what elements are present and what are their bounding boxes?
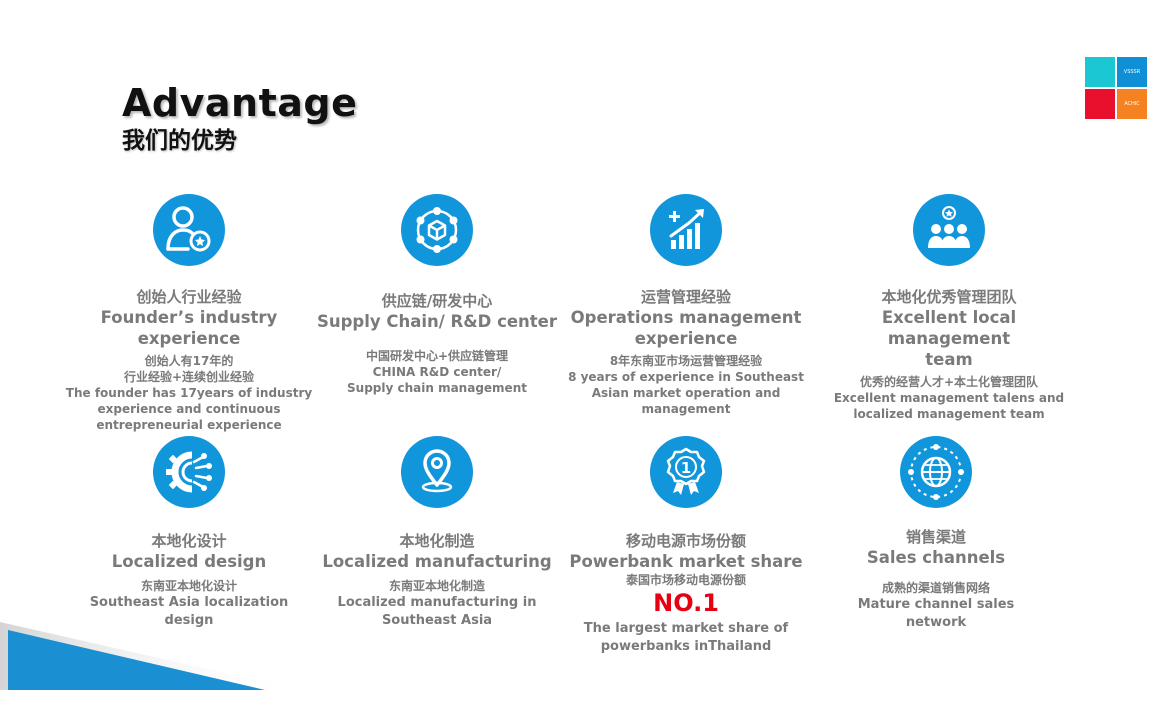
advantage-card-founder: 创始人行业经验 Founder’s industry experience 创始…	[64, 193, 314, 433]
card-title-cn: 销售渠道	[905, 528, 966, 546]
card-title-en: experience	[634, 329, 738, 348]
card-description: 东南亚本地化制造 Localized manufacturing in Sout…	[312, 578, 562, 630]
logo-tile	[1085, 89, 1115, 119]
supply-chain-cube-icon	[400, 193, 474, 267]
card-description: 创始人有17年的 行业经验+连续创业经验 The founder has 17y…	[64, 353, 314, 433]
card-description-line: 8 years of experience in Southeast	[568, 370, 804, 384]
card-title-en: Localized design	[111, 552, 267, 571]
growth-chart-icon	[649, 193, 723, 267]
card-description-line: Localized manufacturing in	[337, 595, 537, 610]
card-title-en: Excellent local management	[881, 308, 1017, 348]
card-description-line: network	[905, 615, 967, 630]
logo-tile: ACHIC	[1117, 89, 1147, 119]
card-description-line: 创始人有17年的	[144, 354, 234, 368]
user-badge-icon	[152, 193, 226, 267]
page-title: Advantage	[122, 81, 358, 125]
card-description: 优秀的经营人才+本土化管理团队 Excellent management tal…	[824, 374, 1074, 422]
card-title-cn: 移动电源市场份额	[625, 532, 746, 550]
card-description-line: 成熟的渠道销售网络	[881, 581, 990, 595]
card-title-en: Supply Chain/ R&D center	[316, 312, 558, 331]
card-title-en: experience	[137, 329, 241, 348]
svg-text:1: 1	[681, 459, 691, 477]
globe-channel-icon	[899, 435, 973, 509]
card-description-line: Asian market operation and	[591, 386, 781, 400]
card-description-line: 东南亚本地化制造	[388, 579, 485, 593]
card-title-cn: 本地化设计	[151, 532, 227, 550]
card-description-line: 优秀的经营人才+本土化管理团队	[859, 375, 1039, 389]
card-description-line: Southeast Asia localization	[89, 595, 289, 610]
card-title-en: Founder’s industry	[100, 308, 278, 327]
advantage-card-local-team: 本地化优秀管理团队 Excellent local management tea…	[824, 193, 1074, 422]
card-description: 中国研发中心+供应链管理 CHINA R&D center/ Supply ch…	[312, 348, 562, 396]
advantage-card-sales-channels: 销售渠道 Sales channels 成熟的渠道销售网络 Mature cha…	[811, 435, 1061, 632]
card-description: 泰国市场移动电源份额	[561, 572, 811, 588]
logo-tile: VSSSR	[1117, 57, 1147, 87]
card-description-line: 行业经验+连续创业经验	[123, 370, 255, 384]
card-description: 成熟的渠道销售网络 Mature channel sales network	[811, 580, 1061, 632]
card-title-en: Sales channels	[866, 548, 1006, 567]
card-title-cn: 本地化优秀管理团队	[881, 288, 1017, 306]
card-description-line: localized management team	[853, 407, 1045, 421]
advantage-card-powerbank-share: 1 移动电源市场份额 Powerbank market share 泰国市场移动…	[561, 435, 811, 656]
card-title-en: Operations management	[570, 308, 802, 327]
card-description-line: Supply chain management	[347, 381, 527, 395]
card-description: The largest market share of powerbanks i…	[561, 620, 811, 656]
card-description-line: 8年东南亚市场运营管理经验	[609, 354, 763, 368]
card-description-line: design	[164, 613, 214, 628]
card-title-en: team	[925, 350, 973, 369]
card-description-line: management	[641, 402, 731, 416]
card-description-line: Mature channel sales	[857, 597, 1015, 612]
advantage-card-operations: 运营管理经验 Operations management experience …	[561, 193, 811, 417]
location-pin-icon	[400, 435, 474, 509]
card-description-line: experience and continuous	[97, 402, 281, 416]
number-one-medal-icon: 1	[649, 435, 723, 509]
card-description-line: The largest market share of	[583, 621, 789, 636]
brand-logo: VSSSR ACHIC	[1085, 57, 1147, 119]
card-description-line: Excellent management talens and	[833, 391, 1065, 405]
card-description: 8年东南亚市场运营管理经验 8 years of experience in S…	[561, 353, 811, 417]
card-description-line: The founder has 17years of industry	[65, 386, 313, 400]
page-subtitle: 我们的优势	[122, 128, 237, 154]
card-title-cn: 运营管理经验	[640, 288, 731, 306]
card-description-line: CHINA R&D center/	[372, 365, 502, 379]
card-description-line: 中国研发中心+供应链管理	[365, 349, 509, 363]
card-title-cn: 本地化制造	[399, 532, 475, 550]
card-description: 东南亚本地化设计 Southeast Asia localization des…	[64, 578, 314, 630]
card-description-line: powerbanks inThailand	[600, 639, 772, 654]
card-description-line: Southeast Asia	[381, 613, 493, 628]
advantage-card-supply-chain: 供应链/研发中心 Supply Chain/ R&D center 中国研发中心…	[312, 193, 562, 396]
card-description-line: 泰国市场移动电源份额	[625, 573, 746, 587]
card-title-cn: 创始人行业经验	[136, 288, 242, 306]
card-title-cn: 供应链/研发中心	[381, 292, 493, 310]
card-description-line: 东南亚本地化设计	[140, 579, 237, 593]
team-icon	[912, 193, 986, 267]
card-title-en: Powerbank market share	[569, 552, 803, 571]
card-title-en: Localized manufacturing	[322, 552, 552, 571]
advantage-card-local-design: 本地化设计 Localized design 东南亚本地化设计 Southeas…	[64, 435, 314, 630]
advantage-card-local-manufacturing: 本地化制造 Localized manufacturing 东南亚本地化制造 L…	[312, 435, 562, 630]
gear-design-icon	[152, 435, 226, 509]
card-description-line: entrepreneurial experience	[96, 418, 282, 432]
logo-tile	[1085, 57, 1115, 87]
highlight-no1: NO.1	[653, 589, 719, 617]
